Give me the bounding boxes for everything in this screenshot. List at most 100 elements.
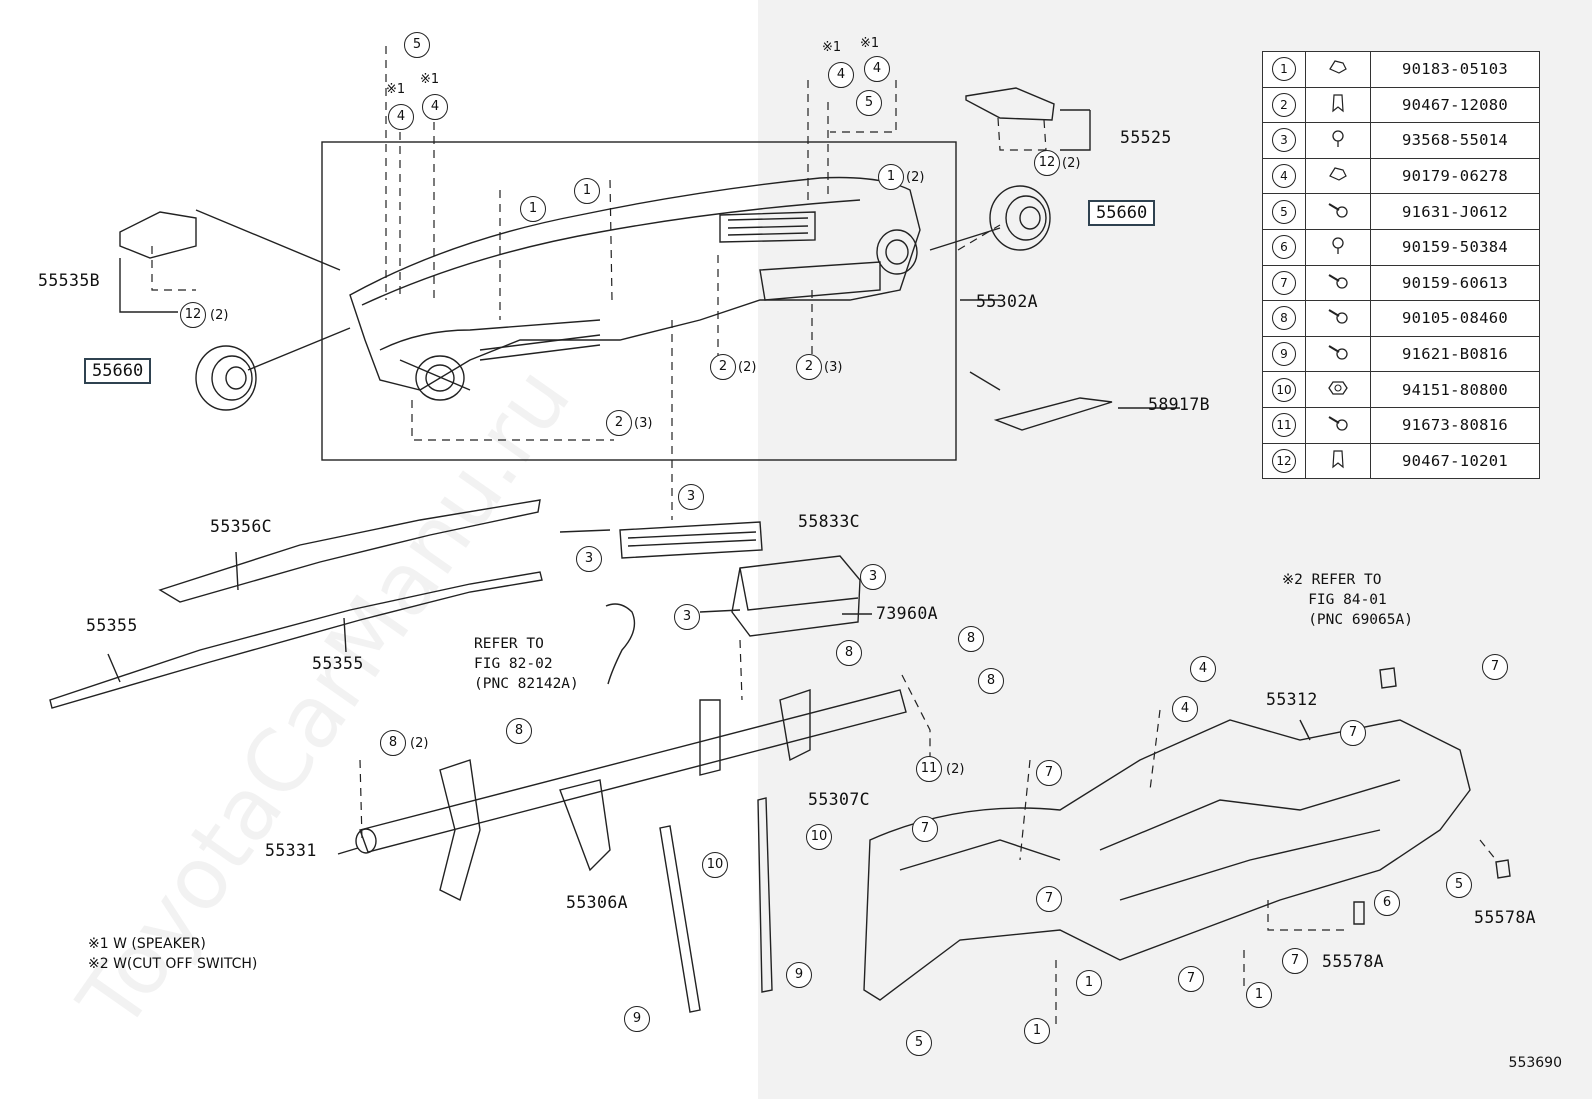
part-number: 91621-B0816 <box>1370 335 1540 373</box>
brace-55306A <box>659 825 701 1013</box>
callout-9: 9 <box>624 1006 650 1032</box>
label-55306A: 55306A <box>566 893 629 912</box>
callout-1: 1 <box>1246 982 1272 1008</box>
bolt-icon <box>1305 300 1371 337</box>
part-55833C <box>619 521 763 559</box>
row-number-text: 12 <box>1272 448 1296 473</box>
callout-qty: (2) <box>906 170 925 185</box>
nut-clip-icon <box>1305 442 1371 480</box>
callout-10: 10 <box>806 824 832 850</box>
callout-3: 3 <box>860 564 886 590</box>
callout-1: 1 <box>1076 970 1102 996</box>
part-number: 94151-80800 <box>1370 371 1540 408</box>
center-vent <box>719 211 816 243</box>
screw-icon <box>1305 122 1371 159</box>
nut-clip-icon <box>1305 86 1371 124</box>
callout-7: 7 <box>1282 948 1308 974</box>
row-number: 8 <box>1262 300 1306 337</box>
callout-mark: ※1 <box>420 72 440 87</box>
callout-qty: (3) <box>824 360 843 375</box>
brace-55307C <box>757 797 773 993</box>
part-number: 91631-J0612 <box>1370 193 1540 230</box>
callout-5: 5 <box>1446 872 1472 898</box>
callout-12: 12 <box>1034 150 1060 176</box>
clip-icon <box>1305 51 1371 88</box>
callout-7: 7 <box>1178 966 1204 992</box>
callout-5: 5 <box>404 32 430 58</box>
refer-note-right: ※2 REFER TO FIG 84-01 (PNC 69065A) <box>1282 572 1413 628</box>
callout-5: 5 <box>856 90 882 116</box>
callout-mark: ※1 <box>386 82 406 97</box>
callout-3: 3 <box>674 604 700 630</box>
callout-8: 8 <box>978 668 1004 694</box>
strip-55355 <box>49 571 543 709</box>
callout-9: 9 <box>786 962 812 988</box>
parts-table-row: 6 90159-50384 <box>1262 228 1540 266</box>
callout-7: 7 <box>1340 720 1366 746</box>
callout-5: 5 <box>906 1030 932 1056</box>
document-id: 553690 <box>1508 1055 1562 1071</box>
part-number: 90467-12080 <box>1370 86 1540 124</box>
callout-7: 7 <box>1482 654 1508 680</box>
nut-icon <box>1305 371 1371 408</box>
callout-qty: (2) <box>946 762 965 777</box>
bolt-icon <box>1305 264 1371 302</box>
callout-4: 4 <box>828 62 854 88</box>
callout-7: 7 <box>1036 760 1062 786</box>
row-number: 10 <box>1262 371 1306 408</box>
callout-4: 4 <box>422 94 448 120</box>
row-number: 6 <box>1262 228 1306 266</box>
label-55307C: 55307C <box>808 790 871 809</box>
label-55660-left: 55660 <box>84 358 152 384</box>
callout-1: 1 <box>878 164 904 190</box>
label-55833C: 55833C <box>798 512 861 531</box>
callout-mark: ※1 <box>822 40 842 55</box>
label-55331: 55331 <box>265 841 317 860</box>
callout-1: 1 <box>520 196 546 222</box>
part-number: 91673-80816 <box>1370 406 1540 444</box>
screw-icon <box>1305 228 1371 266</box>
parts-table-row: 9 91621-B0816 <box>1262 335 1540 373</box>
dashboard-group-frame <box>321 141 957 461</box>
parts-table-row: 1 90183-05103 <box>1262 51 1540 88</box>
callout-3: 3 <box>576 546 602 572</box>
label-55355-left: 55355 <box>86 616 138 635</box>
row-number-text: 11 <box>1272 413 1296 438</box>
callout-2: 2 <box>710 354 736 380</box>
callout-2: 2 <box>796 354 822 380</box>
row-number-text: 7 <box>1272 270 1296 295</box>
row-number-text: 3 <box>1272 128 1296 153</box>
label-73960A: 73960A <box>876 604 939 623</box>
callout-4: 4 <box>1190 656 1216 682</box>
callout-8: 8 <box>836 640 862 666</box>
part-number: 90183-05103 <box>1370 51 1540 88</box>
row-number-text: 4 <box>1272 164 1296 189</box>
bolt-icon <box>1305 193 1371 230</box>
part-number: 90467-10201 <box>1370 442 1540 480</box>
clip-icon <box>1305 157 1371 195</box>
parts-table-row: 10 94151-80800 <box>1262 371 1540 408</box>
part-number: 90159-50384 <box>1370 228 1540 266</box>
row-number: 1 <box>1262 51 1306 88</box>
switch-69065A <box>1379 667 1397 689</box>
row-number-text: 5 <box>1272 199 1296 224</box>
parts-table-row: 7 90159-60613 <box>1262 264 1540 302</box>
label-55578A-center: 55578A <box>1322 952 1385 971</box>
cover-55535B <box>119 211 197 259</box>
callout-qty: (2) <box>1062 156 1081 171</box>
bolt-icon <box>1305 406 1371 444</box>
row-number-text: 9 <box>1272 342 1296 367</box>
callout-qty: (2) <box>210 308 229 323</box>
row-number-text: 10 <box>1272 377 1296 402</box>
footnote-2: ※2 W(CUT OFF SWITCH) <box>88 956 258 972</box>
trim-55356C <box>158 499 541 603</box>
footnote-1: ※1 W (SPEAKER) <box>88 936 206 952</box>
part-number: 90159-60613 <box>1370 264 1540 302</box>
cover-55525 <box>965 87 1055 121</box>
strip-58917B <box>993 397 1113 431</box>
callout-2: 2 <box>606 410 632 436</box>
bolt-icon <box>1305 335 1371 373</box>
